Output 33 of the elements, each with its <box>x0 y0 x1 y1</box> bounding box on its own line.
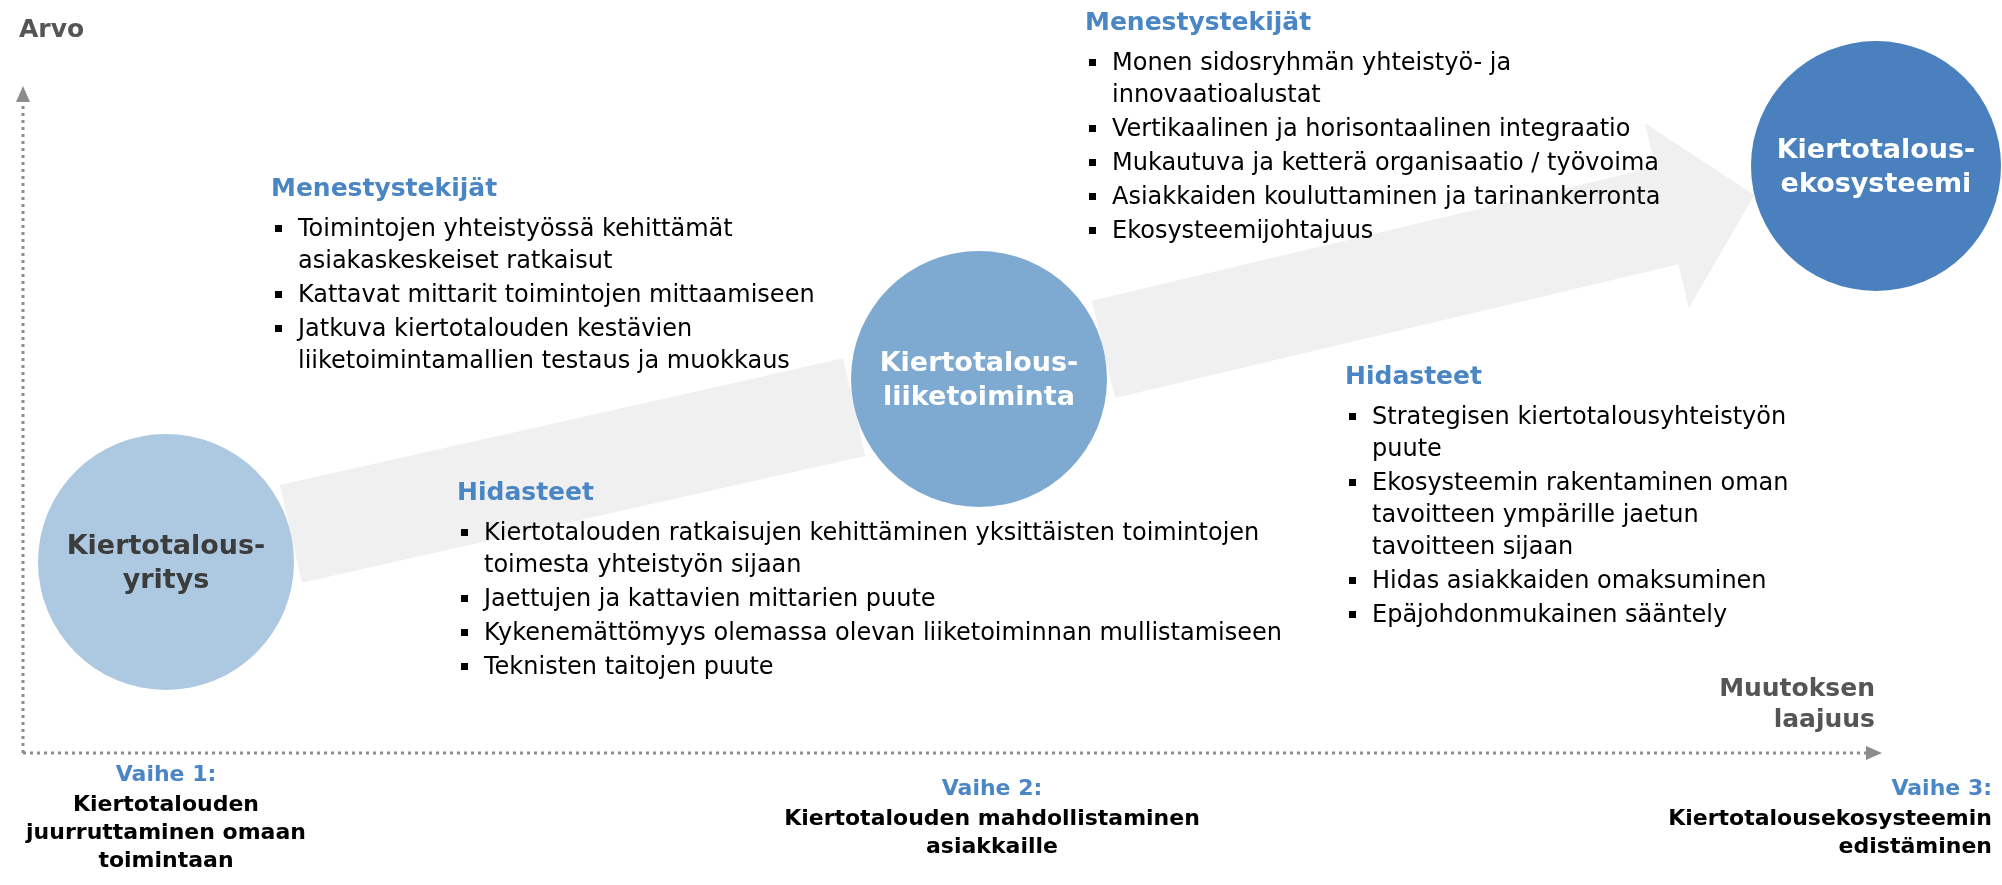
section-heading: Hidasteet <box>1345 360 1482 392</box>
axis-label: Muutoksen laajuus <box>1718 672 1875 734</box>
phase-description: Kiertotalouden juurruttaminen omaan toimintaan <box>24 790 307 874</box>
axis-label: Arvo <box>19 13 85 45</box>
bullet-text: Kiertotalouden ratkaisujen kehittäminen yksittäisten toimintojen toimesta yhteistyön sijaan <box>484 517 1261 580</box>
bullet-text: Kattavat mittarit toimintojen mittaamiseen <box>298 279 815 310</box>
section-heading: Hidasteet <box>457 476 594 508</box>
bullet-text: Ekosysteemin rakentaminen oman tavoitteen ympärille jaetun tavoitteen sijaan <box>1372 467 1790 562</box>
bullet-text: Hidas asiakkaiden omaksuminen <box>1372 565 1767 596</box>
bullet-text: Toimintojen yhteistyössä kehittämät asiakaskeskeiset ratkaisut <box>298 213 734 276</box>
bullet-text: Jatkuva kiertotalouden kestävien liiketoimintamallien testaus ja muokkaus <box>298 313 791 376</box>
bullet-text: Mukautuva ja ketterä organisaatio / työvoima <box>1112 147 1659 178</box>
bullet-text: Teknisten taitojen puute <box>484 651 774 682</box>
phase-label: Vaihe 2: <box>941 774 1043 802</box>
section-heading: Menestystekijät <box>1085 6 1312 38</box>
bullet-text: Strategisen kiertotalousyhteistyön puute <box>1372 401 1788 464</box>
stage-label: Kiertotalous-liiketoiminta <box>878 345 1080 413</box>
progress-band <box>279 358 866 583</box>
bullet-text: Asiakkaiden kouluttaminen ja tarinankerronta <box>1112 181 1661 212</box>
phase-label: Vaihe 1: <box>115 760 217 788</box>
stage-label: Kiertotalous-ekosysteemi <box>1775 132 1977 200</box>
bullet-text: Ekosysteemijohtajuus <box>1112 215 1374 246</box>
bullet-text: Monen sidosryhmän yhteistyö- ja innovaatioalustat <box>1112 47 1513 110</box>
section-heading: Menestystekijät <box>271 172 498 204</box>
phase-description: Kiertotalousekosysteemin edistäminen <box>1668 804 1992 860</box>
phase-label: Vaihe 3: <box>1891 774 1992 802</box>
phase-description: Kiertotalouden mahdollistaminen asiakkaille <box>783 804 1201 860</box>
bullet-text: Epäjohdonmukainen sääntely <box>1372 599 1728 630</box>
bullet-text: Vertikaalinen ja horisontaalinen integraatio <box>1112 113 1631 144</box>
bullet-text: Jaettujen ja kattavien mittarien puute <box>484 583 936 614</box>
bullet-text: Kykenemättömyys olemassa olevan liiketoiminnan mullistamiseen <box>484 617 1282 648</box>
stage-label: Kiertotalous-yritys <box>65 528 267 596</box>
progress-arrow <box>1091 123 1755 399</box>
